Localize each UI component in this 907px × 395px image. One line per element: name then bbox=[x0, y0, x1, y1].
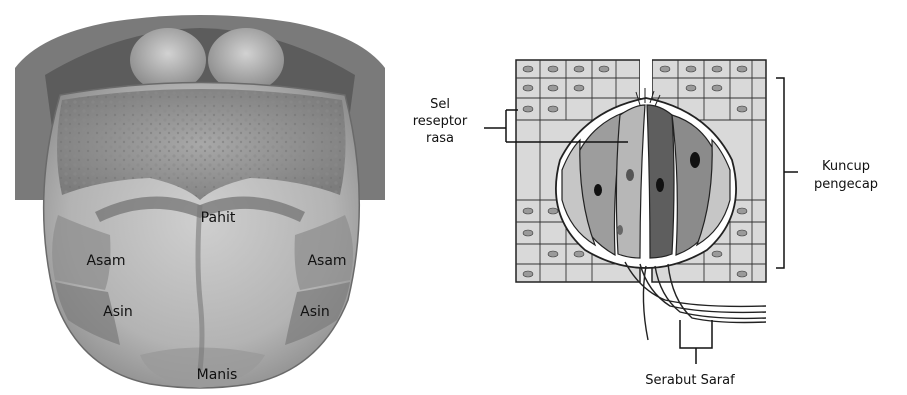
label-manis: Manis bbox=[197, 367, 238, 383]
label-bud-line1: Kuncup bbox=[822, 159, 870, 174]
label-receptor-line2: reseptor bbox=[413, 114, 468, 129]
taste-bud-illustration: Sel reseptor rasa Kuncup pengecap Serabu… bbox=[413, 58, 878, 388]
taste-bud-bracket bbox=[776, 78, 798, 268]
label-asam-right: Asam bbox=[307, 253, 346, 269]
label-bud-line2: pengecap bbox=[814, 177, 878, 192]
label-receptor-line3: rasa bbox=[426, 131, 454, 146]
taste-pore bbox=[640, 58, 652, 98]
nerve-bracket bbox=[680, 320, 712, 364]
label-asam-left: Asam bbox=[86, 253, 125, 269]
label-pahit: Pahit bbox=[201, 210, 236, 226]
label-receptor-line1: Sel bbox=[430, 97, 450, 112]
bitter-zone-texture bbox=[57, 89, 346, 200]
tongue-illustration: Pahit Asam Asam Asin Asin Manis bbox=[15, 15, 385, 388]
label-asin-right: Asin bbox=[300, 304, 330, 320]
label-nerve: Serabut Saraf bbox=[645, 373, 735, 388]
label-asin-left: Asin bbox=[103, 304, 133, 320]
